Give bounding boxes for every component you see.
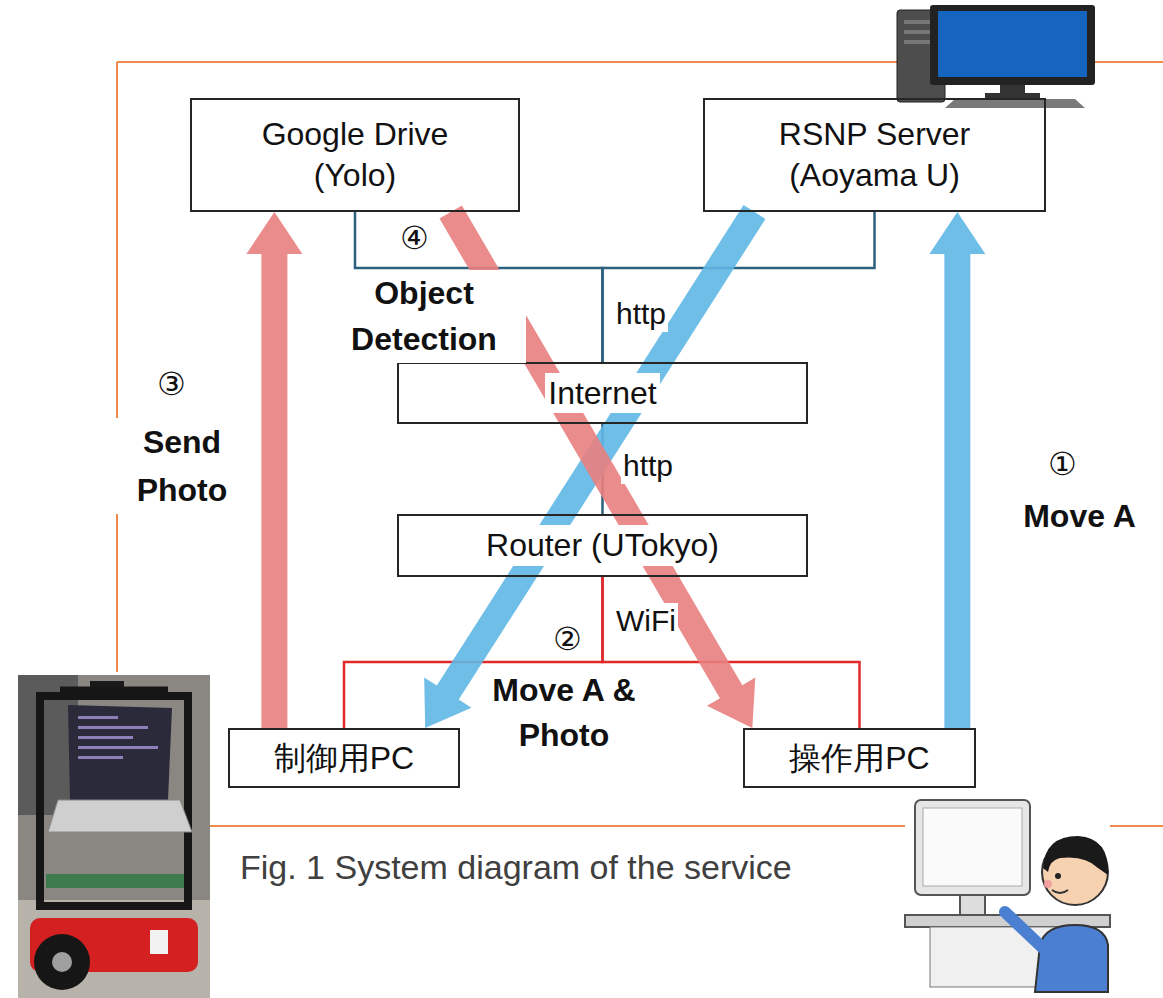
computer-icon <box>1000 85 1025 94</box>
robot-photo <box>60 687 168 694</box>
protocol-label: http <box>621 448 675 484</box>
frame-outline <box>117 62 1163 826</box>
operator-illustration <box>905 790 1110 998</box>
protocol-label: WiFi <box>614 603 678 639</box>
frame-outline <box>116 62 118 672</box>
box-label: Router (UTokyo) <box>483 525 722 566</box>
network-box: Router (UTokyo) <box>397 514 808 577</box>
callout-number: ④ <box>400 222 429 254</box>
robot-photo <box>18 900 210 998</box>
robot-photo <box>78 736 133 739</box>
network-box: 操作用PC <box>743 728 976 788</box>
operator-illustration <box>1005 912 1045 950</box>
robot-photo <box>78 746 158 749</box>
box-content: 制御用PC <box>271 738 417 779</box>
robot-photo <box>78 756 123 759</box>
box-label: Google Drive (Yolo) <box>235 114 476 196</box>
box-label: 操作用PC <box>786 738 932 779</box>
operator-illustration <box>1044 880 1052 888</box>
box-content: Router (UTokyo) <box>483 525 722 566</box>
robot-photo <box>48 800 192 832</box>
operator-illustration <box>923 808 1022 886</box>
robot-photo <box>18 675 210 998</box>
callout-number: ① <box>1048 448 1077 480</box>
protocol-label: http <box>614 296 668 332</box>
flow-label: Send Photo <box>112 418 252 514</box>
robot-photo <box>150 930 168 954</box>
network-box: RSNP Server (Aoyama U) <box>703 98 1046 212</box>
figure-caption: Fig. 1 System diagram of the service <box>240 848 792 887</box>
robot-photo <box>46 874 184 888</box>
operator-illustration <box>1055 873 1061 879</box>
computer-icon <box>945 99 1085 108</box>
computer-icon <box>930 5 1095 85</box>
operator-illustration <box>960 895 985 915</box>
robot-photo <box>78 716 118 719</box>
flow-label: Move A <box>990 496 1163 538</box>
operator-illustration <box>1035 925 1108 992</box>
flow-arrow <box>246 212 302 728</box>
flow-arrow <box>929 212 985 728</box>
robot-photo <box>18 675 210 998</box>
network-box: Internet <box>397 362 808 424</box>
callout-number: ② <box>553 623 582 655</box>
flow-label: Object Detection <box>322 270 526 363</box>
callout-number: ③ <box>157 368 186 400</box>
box-label: RSNP Server (Aoyama U) <box>747 114 1003 196</box>
computer-icon <box>897 5 1095 108</box>
box-content: Google Drive (Yolo) <box>235 114 476 196</box>
computer-icon <box>938 11 1087 77</box>
robot-photo <box>52 952 72 972</box>
box-content: RSNP Server (Aoyama U) <box>747 114 1003 196</box>
robot-photo <box>68 705 172 800</box>
network-box: 制御用PC <box>228 728 460 788</box>
box-content: Internet <box>545 373 660 414</box>
box-label: 制御用PC <box>271 738 417 779</box>
operator-illustration <box>1052 890 1068 893</box>
robot-photo <box>78 726 148 729</box>
box-content: 操作用PC <box>786 738 932 779</box>
robot-photo <box>34 934 90 990</box>
flow-label: Move A & Photo <box>478 668 650 758</box>
network-box: Google Drive (Yolo) <box>190 98 520 212</box>
box-label: Internet <box>545 373 660 414</box>
operator-illustration <box>905 790 1110 998</box>
operator-illustration <box>915 800 1030 895</box>
operator-illustration <box>1043 836 1108 875</box>
